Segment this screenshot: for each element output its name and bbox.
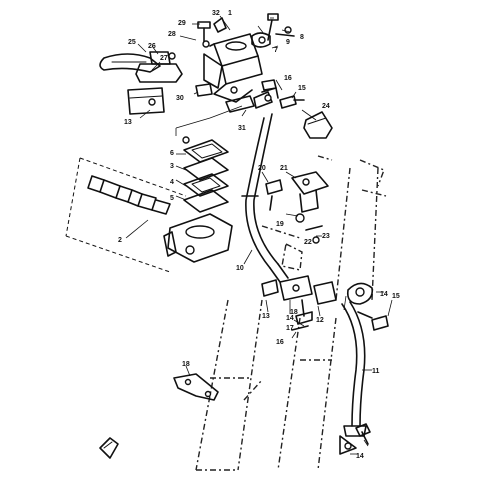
fitting-30 [195, 83, 213, 97]
callout-labels: 1 2 3 4 5 6 7 8 9 10 11 12 13 13 14 14 1… [118, 10, 400, 460]
callout-20: 20 [258, 165, 266, 172]
hose-clip [99, 437, 119, 459]
caliper-bolt-bottom [355, 423, 371, 445]
reservoir-screws [197, 17, 227, 48]
callout-23: 23 [322, 233, 330, 240]
callout-11: 11 [372, 368, 380, 375]
brake-lever [99, 53, 161, 73]
callout-15-upper: 15 [298, 85, 306, 92]
fork-tubes-outline [195, 155, 387, 471]
master-cylinder-kit-box [65, 157, 187, 273]
callout-32: 32 [212, 10, 220, 17]
piston-assembly [87, 175, 171, 215]
lower-brake-hose [339, 301, 367, 455]
callout-13-lower: 13 [262, 313, 270, 320]
union-bolts [261, 79, 305, 109]
callout-18-upper: 18 [290, 309, 298, 316]
callout-2: 2 [118, 237, 122, 244]
callout-14-c: 14 [356, 453, 364, 460]
callout-25: 25 [128, 39, 136, 46]
diaphragm-group-bracket [175, 105, 243, 136]
callout-27: 27 [160, 55, 168, 62]
callout-14-b: 14 [380, 291, 388, 298]
callout-7: 7 [274, 47, 278, 54]
callout-29: 29 [178, 20, 186, 27]
hose-bracket [265, 171, 329, 244]
callout-16-upper: 16 [284, 75, 292, 82]
callout-30: 30 [176, 95, 184, 102]
lower-bracket-18 [173, 373, 219, 401]
callout-8: 8 [300, 34, 304, 41]
callout-4: 4 [170, 179, 174, 186]
banjo-bolt-top [251, 13, 295, 48]
callout-18-lower: 18 [182, 361, 190, 368]
lever-holder [127, 51, 183, 115]
callout-10: 10 [236, 265, 244, 272]
rubber-boot [303, 111, 333, 139]
upper-brake-hose [241, 113, 289, 283]
callout-1: 1 [228, 10, 232, 17]
callout-31: 31 [238, 125, 246, 132]
callout-3: 3 [170, 163, 174, 170]
callout-13-upper: 13 [124, 119, 132, 126]
diaphragm-stack [182, 136, 229, 213]
callout-16-lower: 16 [276, 339, 284, 346]
master-cylinder-body [163, 213, 233, 263]
callout-21: 21 [280, 165, 288, 172]
callout-12: 12 [316, 317, 324, 324]
callout-22: 22 [304, 239, 312, 246]
master-cylinder-reservoir [203, 33, 263, 103]
callout-5: 5 [170, 195, 174, 202]
callout-9: 9 [286, 39, 290, 46]
callout-6: 6 [170, 150, 174, 157]
leader-lines [125, 15, 393, 455]
hose-union-31 [225, 87, 279, 113]
callout-24: 24 [322, 103, 330, 110]
callout-26: 26 [148, 43, 156, 50]
hose-joint-block [261, 275, 337, 331]
callout-19: 19 [276, 221, 284, 228]
callout-17: 17 [286, 325, 294, 332]
callout-14-a: 14 [286, 315, 294, 322]
right-bolts [346, 282, 389, 331]
callout-28: 28 [168, 31, 176, 38]
callout-15-lower: 15 [392, 293, 400, 300]
